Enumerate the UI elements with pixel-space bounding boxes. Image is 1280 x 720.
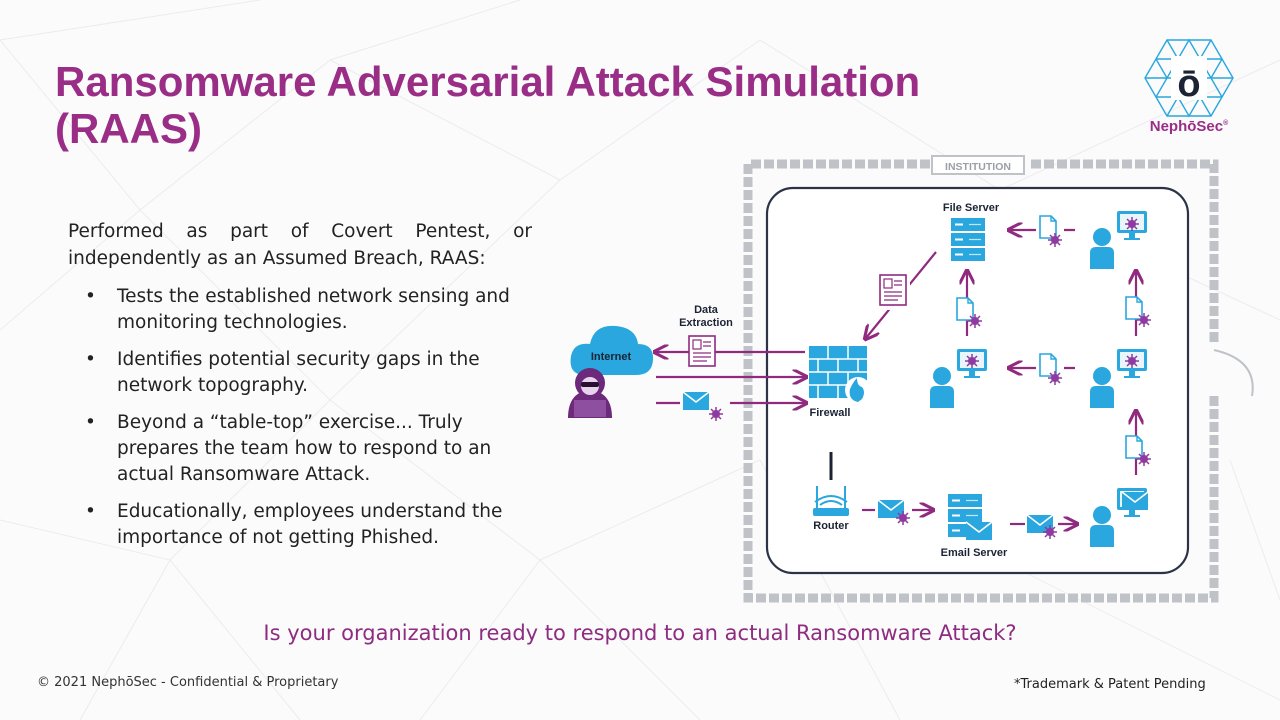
data-extraction-label: Data	[694, 304, 719, 316]
bullet-list: • Tests the established network sensing a…	[68, 284, 538, 562]
intro-text: Performed as part of Covert Pentest, or …	[68, 221, 532, 269]
copyright-footer: © 2021 NephōSec - Confidential & Proprie…	[37, 675, 339, 690]
file-server-label: File Server	[943, 202, 1000, 214]
page-title: Ransomware Adversarial Attack Simulation…	[55, 58, 921, 152]
logo-name: NephōSec®	[1133, 118, 1245, 135]
list-item: • Educationally, employees understand the…	[68, 499, 538, 551]
virus-icon	[1047, 370, 1063, 386]
virus-icon	[708, 406, 724, 422]
bullet-text: Tests the established network sensing an…	[117, 286, 510, 333]
logo-trademark: ®	[1223, 120, 1229, 127]
server-icon: File Server	[943, 202, 1000, 262]
email-server-label: Email Server	[941, 547, 1008, 559]
virus-icon	[1124, 353, 1140, 369]
bullet-text: Educationally, employees understand the …	[117, 501, 503, 548]
server-icon: Email Server	[941, 493, 1008, 559]
bullet-marker: •	[85, 349, 96, 370]
list-item: • Identifies potential security gaps in t…	[68, 347, 538, 399]
list-item: • Tests the established network sensing a…	[68, 284, 538, 336]
bullet-marker: •	[85, 412, 96, 433]
virus-icon	[1136, 451, 1152, 467]
virus-icon	[967, 313, 983, 329]
virus-icon	[964, 353, 980, 369]
router-icon: Router	[813, 486, 849, 532]
router-label: Router	[813, 520, 849, 532]
cloud-icon: Internet	[570, 325, 654, 375]
bullet-text: Beyond a “table-top” exercise... Truly p…	[117, 412, 492, 485]
virus-icon	[895, 510, 911, 526]
internet-label: Internet	[591, 351, 632, 363]
virus-icon	[1136, 312, 1152, 328]
network-boundary	[765, 186, 1190, 575]
document-icon	[1039, 353, 1057, 377]
virus-icon	[1124, 216, 1140, 232]
logo-glyph: ō	[1177, 63, 1200, 105]
institution-label: INSTITUTION	[945, 161, 1011, 173]
email-icon	[682, 391, 710, 411]
institution-wall: INSTITUTION	[743, 155, 1254, 603]
email-icon	[1121, 491, 1149, 511]
ransomware-attack-diagram: INSTITUTION Internet Data Extraction	[568, 155, 1254, 603]
virus-icon	[1042, 524, 1058, 540]
hexagon-logo-icon: ō NephōSec®	[1133, 38, 1245, 142]
bullet-marker: •	[85, 501, 96, 522]
data-extraction-label: Extraction	[679, 317, 733, 329]
document-icon	[688, 335, 716, 367]
list-item: • Beyond a “table-top” exercise... Truly …	[68, 410, 538, 488]
virus-icon	[1047, 232, 1063, 248]
firewall-icon: Firewall	[809, 346, 871, 419]
trademark-footer: *Trademark & Patent Pending	[1014, 677, 1206, 692]
call-to-action: Is your organization ready to respond to…	[263, 621, 1017, 645]
bullet-marker: •	[85, 286, 96, 307]
user-workstation-icon	[1090, 228, 1114, 269]
hacker-icon	[568, 368, 612, 418]
document-icon	[1039, 215, 1057, 239]
bullet-text: Identifies potential security gaps in th…	[117, 349, 480, 396]
user-workstation-icon	[1090, 506, 1114, 547]
firewall-label: Firewall	[810, 407, 851, 419]
logo-name-text: NephōSec	[1149, 118, 1224, 135]
user-workstation-icon	[930, 367, 954, 408]
user-workstation-icon	[1090, 367, 1114, 408]
document-icon	[879, 274, 907, 306]
